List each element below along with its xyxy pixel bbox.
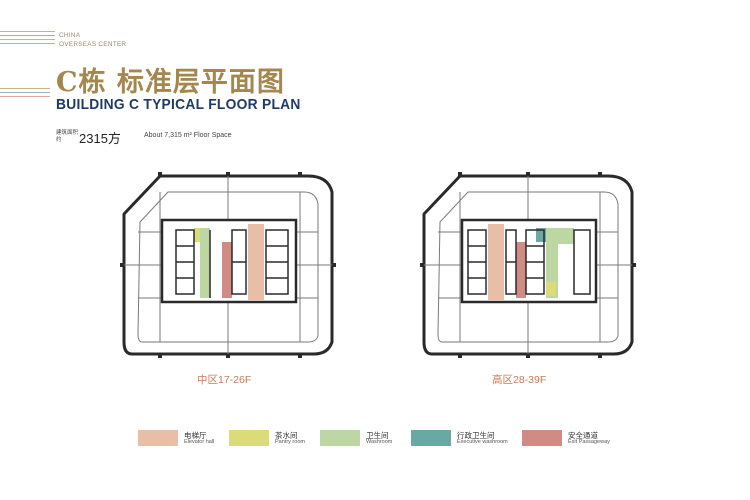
legend-label-zh: 行政卫生间 [457,431,495,440]
floor-plan-high [420,172,636,358]
legend-label-en: Pantry room [275,439,305,445]
legend-label-en: Exit Passageway [568,439,610,445]
brand-logo-text: CHINA OVERSEAS CENTER [59,31,126,49]
legend-label-zh: 电梯厅 [184,431,207,440]
floor-plan-mid [120,172,336,358]
legend-label-en: Elevator hall [184,439,215,445]
logo-lines [0,31,55,49]
legend-label-zh: 卫生间 [366,431,389,440]
legend-swatch-executive-washroom [411,430,451,446]
title-deco-lines [0,88,50,100]
legend-swatch-elevator-hall [138,430,178,446]
brand-line-2: OVERSEAS CENTER [59,41,127,48]
area-value: 2315方 [79,131,121,146]
legend-swatch-exit-passageway [522,430,562,446]
legend-swatch-pantry [229,430,269,446]
legend-label-en: Washroom [366,439,393,445]
page-title-zh: C栋 标准层平面图 [56,67,285,98]
legend-swatch-washroom [320,430,360,446]
area-en: About 7,315 m² Floor Space [144,132,232,139]
plan-caption-high: 高区28-39F [492,374,547,386]
legend-label-zh: 茶水间 [275,431,298,440]
page-title-en: BUILDING C TYPICAL FLOOR PLAN [56,96,301,113]
area-label: 建筑面积约 [56,130,79,143]
brand-line-1: CHINA [59,32,81,39]
legend-label-en: Executive washroom [457,439,508,445]
plan-caption-mid: 中区17-26F [197,374,252,386]
legend-label-zh: 安全通道 [568,431,598,440]
